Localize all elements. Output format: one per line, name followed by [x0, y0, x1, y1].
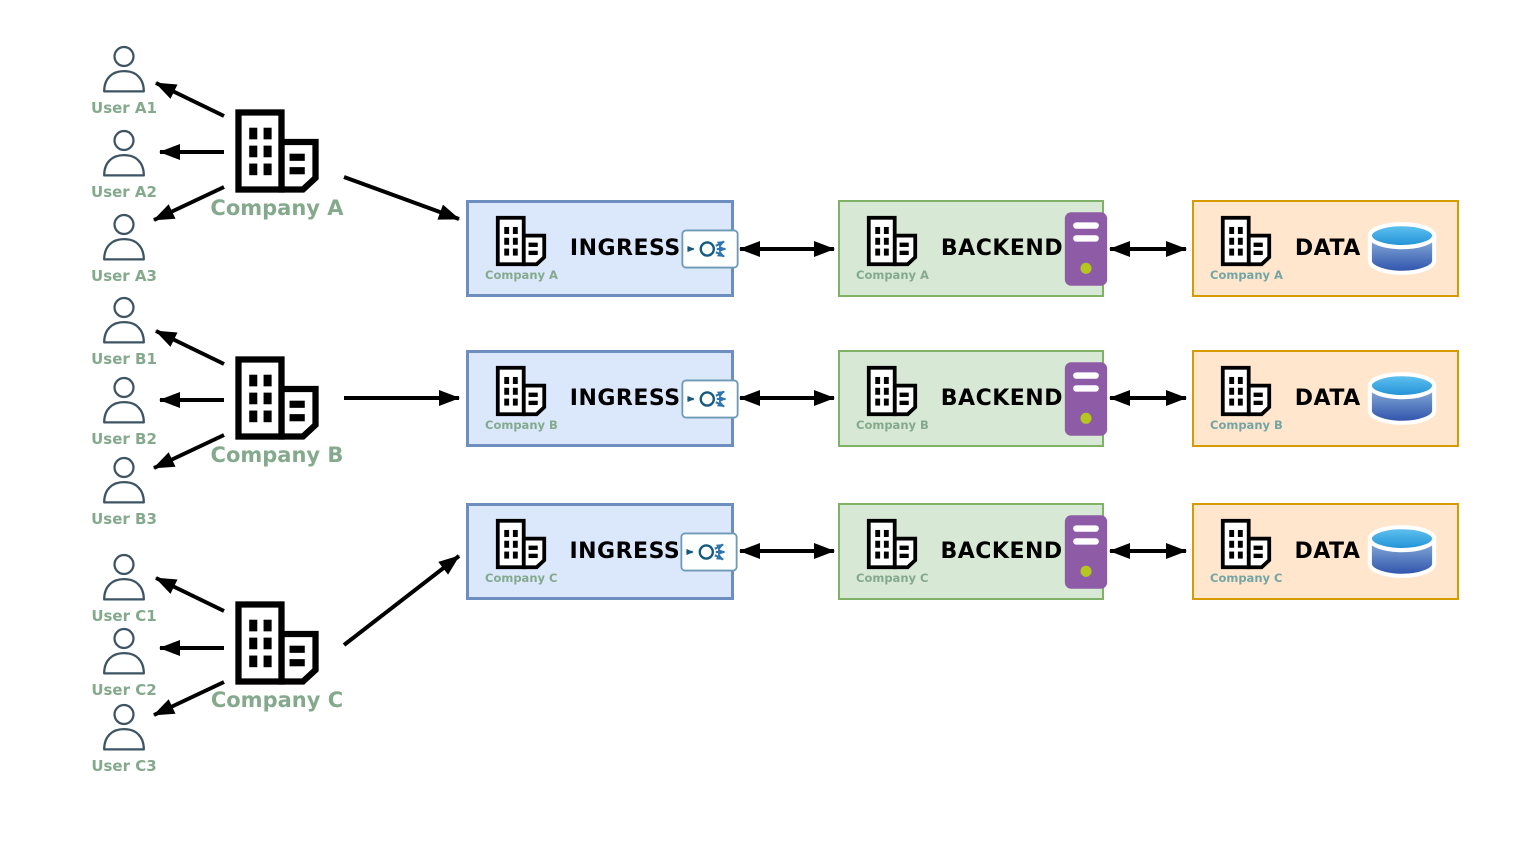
box-company-group: Company C	[856, 518, 928, 585]
user-node-a2: User A2	[64, 128, 184, 201]
box-company-group: Company B	[485, 365, 558, 432]
box-company-sublabel: Company B	[1210, 418, 1283, 432]
user-node-b1: User B1	[64, 295, 184, 368]
backend-box-company-b: Company B BACKEND	[838, 350, 1104, 447]
database-icon	[1363, 370, 1441, 427]
arrow-company-a-user-a3	[153, 185, 225, 222]
building-icon	[494, 518, 548, 570]
box-company-group: Company C	[485, 518, 557, 585]
arrow-company-c-user-c1	[155, 576, 225, 613]
server-icon	[1063, 513, 1109, 591]
building-icon	[865, 518, 919, 570]
backend-box-company-c: Company C BACKEND	[838, 503, 1104, 600]
backend-box-company-a: Company A BACKEND	[838, 200, 1104, 297]
building-icon	[1219, 518, 1273, 570]
box-company-group: Company B	[1210, 365, 1283, 432]
building-icon	[1219, 365, 1273, 417]
user-label: User A3	[91, 267, 157, 285]
backend-title: BACKEND	[940, 539, 1063, 564]
box-company-group: Company A	[856, 215, 929, 282]
box-company-sublabel: Company C	[1210, 571, 1283, 585]
box-company-sublabel: Company A	[856, 268, 929, 282]
arrow-company-c-ingress	[342, 554, 461, 647]
backend-title: BACKEND	[940, 386, 1063, 411]
box-company-sublabel: Company C	[856, 571, 929, 585]
data-title: DATA	[1294, 539, 1361, 564]
box-company-group: Company C	[1210, 518, 1282, 585]
user-node-b3: User B3	[64, 455, 184, 528]
person-icon	[98, 626, 150, 676]
ingress-box-company-a: Company A INGRESS	[466, 200, 734, 297]
load-balancer-icon	[680, 528, 738, 576]
box-company-sublabel: Company B	[485, 418, 558, 432]
box-company-sublabel: Company A	[1210, 268, 1283, 282]
arrow-company-b-user-b1	[155, 329, 225, 366]
box-company-group: Company A	[1210, 215, 1283, 282]
box-company-sublabel: Company A	[485, 268, 558, 282]
building-icon	[232, 355, 322, 441]
person-icon	[98, 455, 150, 505]
database-icon	[1363, 220, 1441, 277]
box-company-sublabel: Company B	[856, 418, 929, 432]
data-box-company-a: Company A DATA	[1192, 200, 1459, 297]
data-title: DATA	[1294, 236, 1361, 261]
data-box-company-b: Company B DATA	[1192, 350, 1459, 447]
person-icon	[98, 702, 150, 752]
building-icon	[494, 365, 548, 417]
company-node-b: Company B	[202, 355, 352, 467]
data-box-company-c: Company C DATA	[1192, 503, 1459, 600]
building-icon	[1219, 215, 1273, 267]
company-label: Company C	[210, 688, 344, 712]
company-label: Company A	[210, 196, 344, 220]
building-icon	[232, 600, 322, 686]
backend-title: BACKEND	[940, 236, 1064, 261]
box-company-group: Company A	[485, 215, 558, 282]
arrow-company-a-user-a1	[155, 81, 225, 118]
user-node-c3: User C3	[64, 702, 184, 775]
user-label: User C1	[91, 607, 157, 625]
person-icon	[98, 212, 150, 262]
ingress-title: INGRESS	[569, 539, 681, 564]
user-label: User A1	[91, 99, 157, 117]
user-node-a3: User A3	[64, 212, 184, 285]
server-icon	[1063, 360, 1109, 438]
person-icon	[98, 128, 150, 178]
person-icon	[98, 375, 150, 425]
company-node-a: Company A	[202, 108, 352, 220]
user-label: User B1	[91, 350, 157, 368]
user-node-b2: User B2	[64, 375, 184, 448]
box-company-sublabel: Company C	[485, 571, 558, 585]
building-icon	[494, 215, 548, 267]
load-balancer-icon	[681, 225, 739, 273]
box-company-group: Company B	[856, 365, 929, 432]
user-label: User B2	[91, 430, 157, 448]
person-icon	[98, 44, 150, 94]
user-node-a1: User A1	[64, 44, 184, 117]
user-label: User B3	[91, 510, 157, 528]
user-label: User A2	[91, 183, 157, 201]
arrow-company-a-ingress	[343, 175, 460, 221]
data-title: DATA	[1294, 386, 1361, 411]
building-icon	[865, 215, 919, 267]
user-label: User C3	[91, 757, 157, 775]
company-node-c: Company C	[202, 600, 352, 712]
ingress-title: INGRESS	[569, 386, 681, 411]
load-balancer-icon	[681, 375, 739, 423]
user-node-c1: User C1	[64, 552, 184, 625]
company-label: Company B	[210, 443, 344, 467]
person-icon	[98, 295, 150, 345]
arrow-company-c-user-c3	[153, 680, 225, 717]
person-icon	[98, 552, 150, 602]
arrow-company-b-user-b3	[153, 433, 225, 470]
ingress-title: INGRESS	[569, 236, 681, 261]
building-icon	[232, 108, 322, 194]
building-icon	[865, 365, 919, 417]
ingress-box-company-c: Company C INGRESS	[466, 503, 734, 600]
user-node-c2: User C2	[64, 626, 184, 699]
user-label: User C2	[91, 681, 157, 699]
ingress-box-company-b: Company B INGRESS	[466, 350, 734, 447]
server-icon	[1063, 210, 1109, 288]
database-icon	[1363, 523, 1441, 580]
